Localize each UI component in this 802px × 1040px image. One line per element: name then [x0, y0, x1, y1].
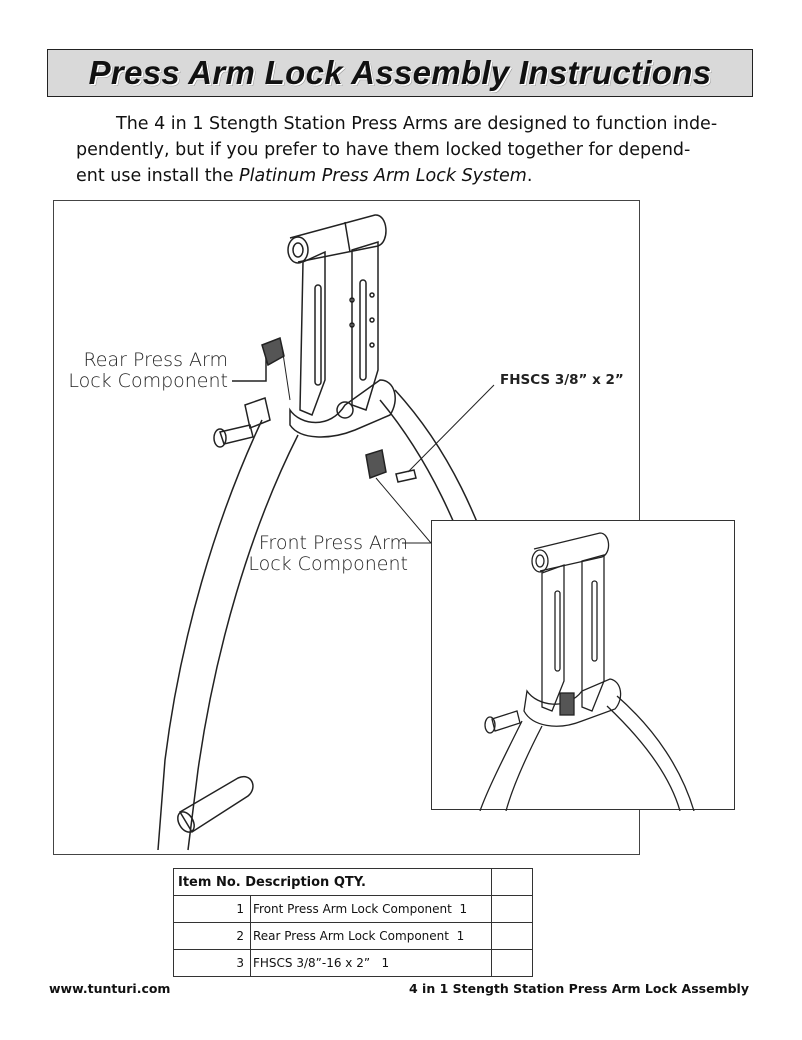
intro-line-3: ent use install the Platinum Press Arm L…: [76, 166, 533, 186]
intro-line-1: The 4 in 1 Stength Station Press Arms ar…: [116, 114, 718, 134]
pop-pin: [219, 424, 254, 445]
table-row: 1 Front Press Arm Lock Component 1: [173, 895, 533, 923]
rear-callout-line2: Lock Component: [68, 370, 228, 392]
top-crossbar: [289, 214, 387, 263]
inset-drawing: [479, 532, 695, 811]
rear-callout-line1: Rear Press Arm: [83, 349, 228, 371]
parts-table-header: Item No. Description QTY.: [173, 868, 533, 896]
bolt-leader-line: [407, 384, 495, 473]
parts-table: Item No. Description QTY. 1 Front Press …: [173, 868, 533, 977]
item-no: 1: [173, 895, 251, 923]
intro-paragraph: The 4 in 1 Stength Station Press Arms ar…: [76, 111, 726, 189]
rear-lock-callout: Rear Press Arm Lock Component: [58, 350, 228, 392]
bolt-icon: [395, 469, 417, 483]
intro-line-2: pendently, but if you prefer to have the…: [76, 140, 691, 160]
title-banner: Press Arm Lock Assembly Instructions: [47, 49, 753, 97]
item-qty: 1: [459, 902, 468, 916]
product-name: Platinum Press Arm Lock System: [239, 166, 527, 186]
page-title: Press Arm Lock Assembly Instructions: [88, 54, 712, 91]
front-callout-line2: Lock Component: [248, 553, 408, 575]
left-upright: [299, 250, 326, 416]
item-qty: 1: [456, 929, 465, 943]
inset-detail-view: [431, 520, 735, 811]
footer-website: www.tunturi.com: [49, 981, 171, 996]
table-row: 2 Rear Press Arm Lock Component 1: [173, 922, 533, 950]
front-lock-component: [365, 449, 387, 480]
table-row: 3 FHSCS 3/8”-16 x 2” 1: [173, 949, 533, 977]
pivot-hub: [289, 379, 396, 438]
item-description: Front Press Arm Lock Component: [253, 902, 452, 916]
item-no: 3: [173, 949, 251, 977]
left-arm-tube: [157, 419, 263, 851]
parts-header-label: Item No. Description QTY.: [173, 868, 492, 896]
item-description: FHSCS 3/8”-16 x 2”: [253, 956, 371, 970]
front-lock-callout: Front Press Arm Lock Component: [238, 533, 408, 575]
front-callout-line1: Front Press Arm: [258, 532, 408, 554]
footer-doc-title: 4 in 1 Stength Station Press Arm Lock As…: [409, 981, 749, 996]
rear-leader-line: [232, 358, 267, 382]
item-qty: 1: [381, 956, 390, 970]
hand-grip: [178, 775, 254, 834]
bolt-callout: FHSCS 3/8” x 2”: [500, 372, 624, 388]
item-no: 2: [173, 922, 251, 950]
item-description: Rear Press Arm Lock Component: [253, 929, 449, 943]
right-upright: [351, 240, 379, 411]
